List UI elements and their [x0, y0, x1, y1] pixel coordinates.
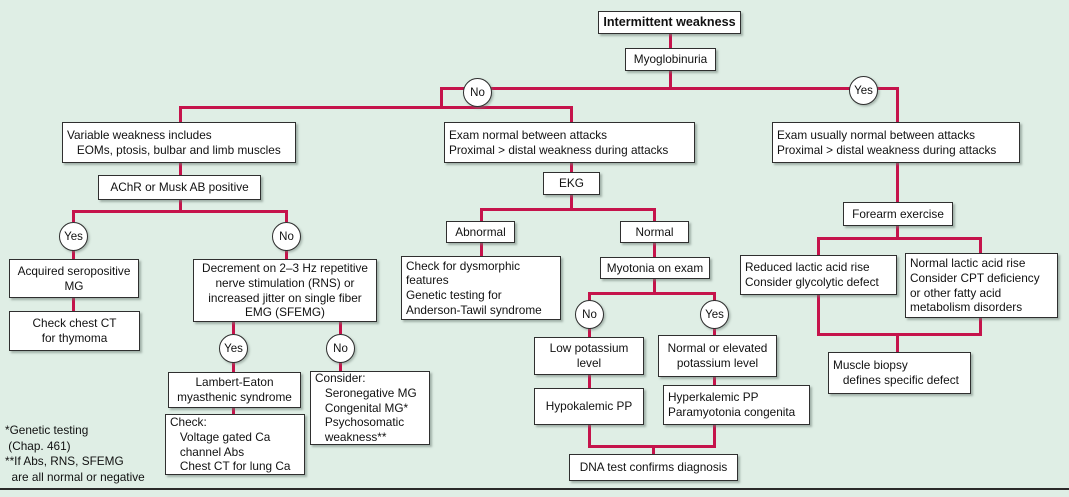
- connector: [440, 87, 443, 108]
- badge-label: Yes: [224, 342, 243, 355]
- connector: [817, 237, 982, 240]
- node-decrement-rns-sfemg: Decrement on 2–3 Hz repetitive nerve sti…: [193, 259, 377, 322]
- node-acquired-seropositive-mg: Acquired seropositive MG: [9, 259, 139, 298]
- connector: [72, 210, 288, 213]
- node-variable-weakness: Variable weakness includes EOMs, ptosis,…: [62, 122, 296, 163]
- node-lambert-eaton: Lambert-Eaton myasthenic syndrome: [168, 372, 301, 408]
- connector: [713, 425, 716, 448]
- connector: [669, 33, 672, 48]
- connector: [896, 163, 899, 202]
- badge-label: Yes: [854, 84, 873, 97]
- connector: [480, 208, 483, 221]
- node-normal: Normal: [620, 221, 689, 243]
- connector: [570, 195, 573, 210]
- connector: [588, 445, 715, 448]
- node-myotonia-on-exam: Myotonia on exam: [600, 257, 710, 279]
- connector: [179, 163, 182, 176]
- connector: [653, 208, 656, 221]
- badge-label: No: [279, 230, 294, 243]
- connector: [979, 318, 982, 336]
- bottom-rule: [0, 488, 1069, 490]
- connector: [669, 71, 672, 88]
- connector: [817, 295, 820, 336]
- badge-label: No: [333, 342, 348, 355]
- node-abnormal: Abnormal: [446, 221, 515, 243]
- node-intermittent-weakness: Intermittent weakness: [598, 11, 741, 34]
- connector: [588, 375, 591, 388]
- badge-label: Yes: [705, 308, 724, 321]
- connector: [653, 243, 656, 257]
- connector: [653, 279, 656, 294]
- connector: [652, 445, 655, 454]
- node-hypokalemic-pp: Hypokalemic PP: [534, 388, 644, 425]
- badge-yes-myotonia: Yes: [700, 300, 729, 329]
- connector: [896, 226, 899, 239]
- node-exam-usually-normal: Exam usually normal between attacks Prox…: [772, 122, 1020, 163]
- connector: [713, 377, 716, 385]
- node-consider-seronegative: Consider: Seronegative MG Congenital MG*…: [310, 371, 430, 445]
- node-achr-musk-ab: AChR or Musk AB positive: [98, 175, 261, 200]
- connector: [339, 361, 342, 371]
- connector: [179, 106, 182, 122]
- connector: [979, 237, 982, 253]
- node-ekg: EKG: [543, 172, 600, 195]
- connector: [588, 292, 591, 301]
- node-dna-test: DNA test confirms diagnosis: [569, 454, 738, 481]
- connector: [339, 322, 342, 334]
- badge-yes-achr: Yes: [59, 222, 88, 251]
- node-forearm-exercise: Forearm exercise: [843, 202, 953, 226]
- badge-label: Yes: [64, 230, 83, 243]
- connector: [817, 333, 982, 336]
- connector: [179, 106, 573, 109]
- node-normal-lactic-acid: Normal lactic acid rise Consider CPT def…: [905, 253, 1058, 318]
- connector: [72, 210, 75, 222]
- connector: [480, 208, 655, 211]
- connector: [713, 327, 716, 336]
- connector: [72, 298, 75, 311]
- badge-yes-myoglobinuria: Yes: [849, 76, 878, 105]
- connector: [817, 237, 820, 255]
- node-muscle-biopsy: Muscle biopsy defines specific defect: [828, 352, 971, 394]
- badge-yes-decrement: Yes: [219, 334, 248, 363]
- connector: [588, 292, 715, 295]
- connector: [232, 361, 235, 372]
- connector: [896, 333, 899, 352]
- node-hyperkalemic-pp: Hyperkalemic PP Paramyotonia congenita: [663, 385, 810, 425]
- connector: [285, 249, 288, 260]
- connector: [588, 425, 591, 448]
- badge-no-achr: No: [272, 222, 301, 251]
- connector: [480, 243, 483, 256]
- badge-no-myoglobinuria: No: [463, 78, 492, 107]
- connector: [179, 199, 182, 212]
- connector: [441, 87, 898, 90]
- node-check-voltage-gated-ca: Check: Voltage gated Ca channel Abs Ches…: [165, 414, 305, 475]
- connector: [72, 249, 75, 260]
- connector: [588, 327, 591, 337]
- node-check-dysmorphic: Check for dysmorphic features Genetic te…: [401, 256, 561, 320]
- connector: [570, 163, 573, 173]
- node-normal-elevated-potassium: Normal or elevated potassium level: [658, 335, 777, 377]
- node-reduced-lactic-acid: Reduced lactic acid rise Consider glycol…: [740, 255, 897, 295]
- connector: [232, 322, 235, 334]
- node-check-chest-ct: Check chest CT for thymoma: [9, 311, 140, 351]
- connector: [713, 292, 716, 301]
- badge-no-myotonia: No: [575, 300, 604, 329]
- node-low-potassium: Low potassium level: [534, 337, 644, 375]
- badge-label: No: [470, 86, 485, 99]
- node-exam-normal-between-attacks: Exam normal between attacks Proximal > d…: [444, 122, 695, 163]
- connector: [570, 106, 573, 122]
- footnote-genetic-testing: *Genetic testing (Chap. 461) **If Abs, R…: [5, 423, 145, 484]
- connector: [896, 87, 899, 122]
- badge-label: No: [582, 308, 597, 321]
- badge-no-decrement: No: [326, 334, 355, 363]
- connector: [232, 408, 235, 415]
- node-myoglobinuria: Myoglobinuria: [625, 48, 716, 71]
- connector: [285, 210, 288, 222]
